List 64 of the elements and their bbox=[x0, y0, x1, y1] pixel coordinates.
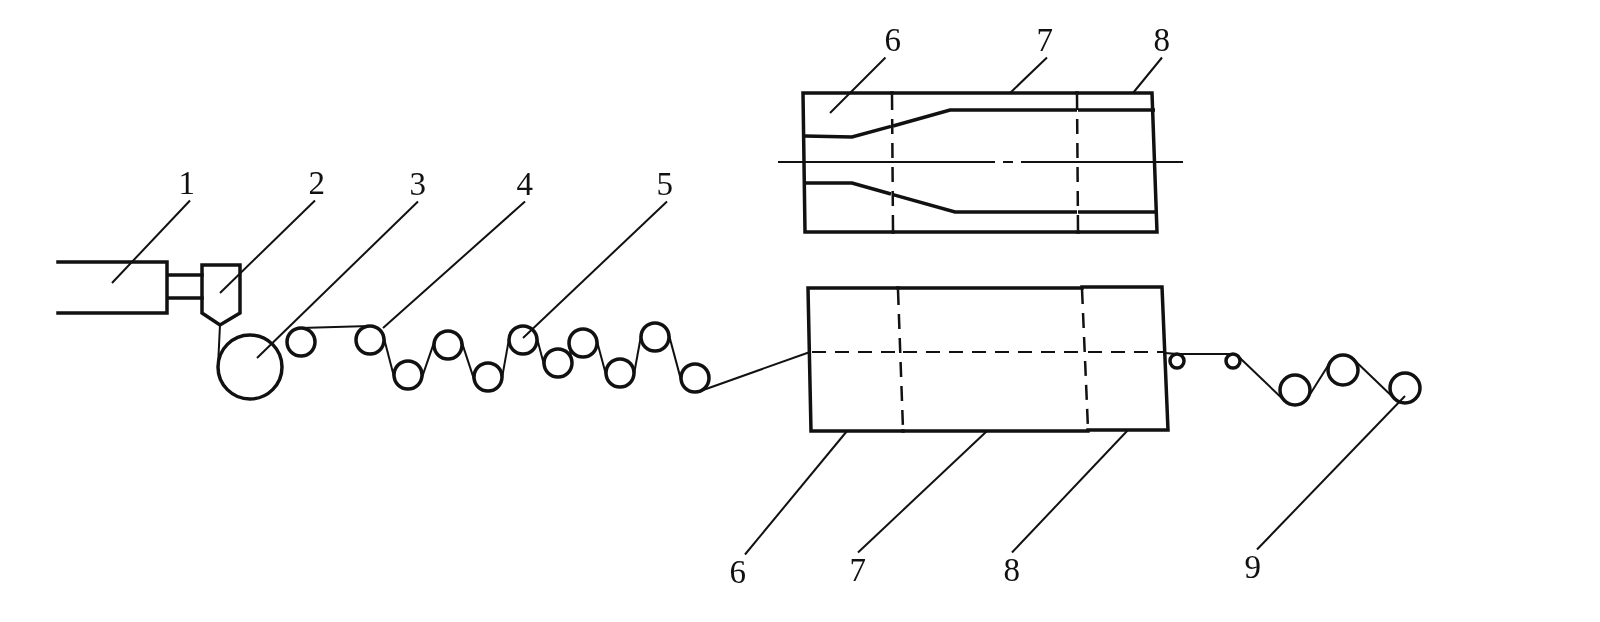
die-outline bbox=[200, 263, 242, 328]
tenter-zone bbox=[801, 91, 895, 234]
tenter-zone bbox=[890, 91, 1080, 234]
roller bbox=[1224, 352, 1242, 370]
callout-number: 4 bbox=[516, 167, 533, 201]
film-web bbox=[1164, 352, 1179, 355]
film-web bbox=[217, 324, 221, 367]
roller bbox=[472, 361, 504, 393]
leader-line bbox=[744, 430, 848, 556]
roller bbox=[392, 359, 424, 391]
callout-number: 8 bbox=[1153, 23, 1170, 57]
callout-number: 7 bbox=[849, 553, 866, 587]
film-web bbox=[1352, 358, 1396, 400]
roller bbox=[285, 326, 317, 358]
roller bbox=[679, 362, 711, 394]
film-web bbox=[667, 332, 683, 383]
leader-line bbox=[829, 56, 887, 114]
film-web bbox=[535, 335, 546, 368]
callout-number: 3 bbox=[409, 167, 426, 201]
roller bbox=[432, 329, 464, 361]
oven-zone bbox=[806, 286, 905, 433]
leader-line bbox=[256, 200, 419, 359]
film-web bbox=[299, 325, 371, 329]
film-web bbox=[1176, 353, 1234, 355]
callout-number: 8 bbox=[1003, 553, 1020, 587]
oven-zone bbox=[1080, 285, 1170, 432]
callout-number: 7 bbox=[1036, 23, 1053, 57]
leader-line bbox=[1009, 56, 1048, 94]
film-web bbox=[382, 335, 396, 380]
wind-up-roller bbox=[1388, 371, 1422, 405]
film-web bbox=[1236, 354, 1286, 402]
leader-line bbox=[1132, 56, 1163, 94]
film-web bbox=[460, 339, 476, 383]
leader-line bbox=[219, 199, 316, 294]
film-web bbox=[420, 339, 436, 381]
roller bbox=[354, 324, 386, 356]
roller bbox=[1278, 373, 1312, 407]
roller bbox=[1168, 352, 1186, 370]
film-web bbox=[1306, 361, 1332, 399]
leader-line bbox=[857, 430, 988, 554]
roller bbox=[639, 321, 671, 353]
callout-number: 2 bbox=[308, 166, 325, 200]
oven-zone bbox=[896, 286, 1090, 433]
roller bbox=[542, 347, 574, 379]
leader-line bbox=[1256, 395, 1406, 551]
casting-roller bbox=[216, 333, 284, 401]
roller bbox=[604, 357, 636, 389]
film-web bbox=[595, 338, 608, 378]
leader-line bbox=[111, 199, 191, 284]
callout-number: 9 bbox=[1244, 550, 1261, 584]
callout-number: 5 bbox=[656, 167, 673, 201]
film-web bbox=[698, 351, 811, 393]
leader-line bbox=[1011, 429, 1129, 554]
leader-line bbox=[382, 200, 526, 329]
callout-number: 1 bbox=[178, 166, 195, 200]
roller bbox=[1326, 353, 1360, 387]
roller bbox=[507, 324, 539, 356]
callout-number: 6 bbox=[884, 23, 901, 57]
roller bbox=[567, 327, 599, 359]
leader-line bbox=[522, 200, 668, 339]
callout-number: 6 bbox=[729, 555, 746, 589]
tenter-zone bbox=[1075, 91, 1159, 234]
film-web bbox=[632, 333, 643, 377]
film-web bbox=[500, 336, 511, 381]
